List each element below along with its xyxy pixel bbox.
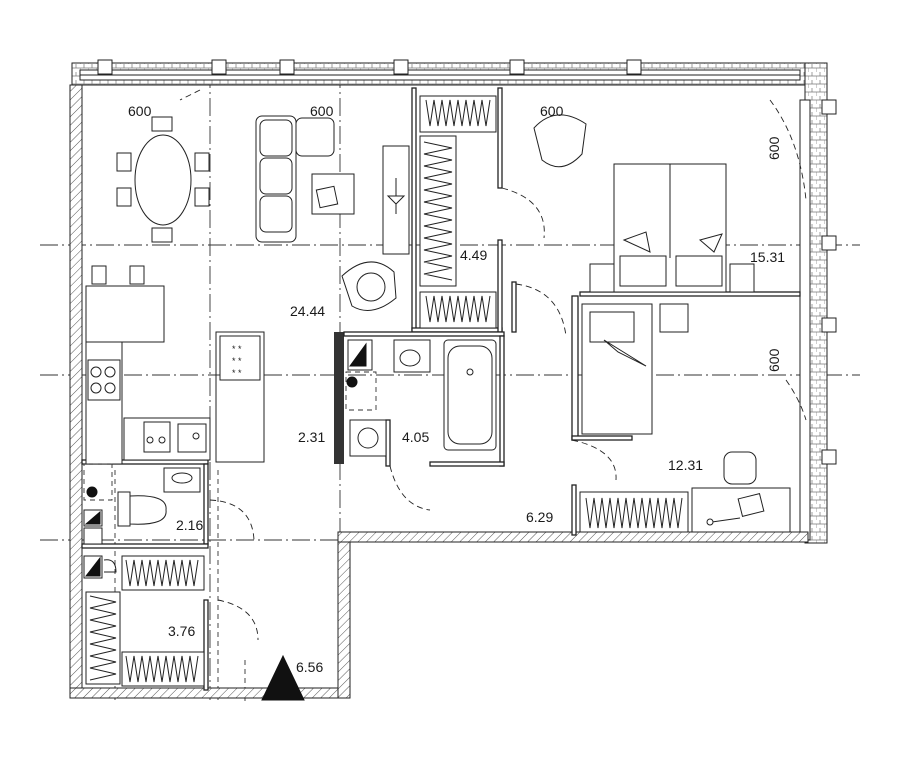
room-area-toilet-left: 2.16 bbox=[176, 517, 203, 533]
cooktop-icon: * * * * * * bbox=[219, 335, 261, 381]
washing-machine-icon bbox=[349, 419, 387, 457]
single-bed-icon bbox=[581, 303, 689, 435]
armchair-bedroom-icon bbox=[533, 114, 587, 168]
room-area-toilet-small: 2.31 bbox=[298, 429, 325, 445]
bathtub-icon bbox=[443, 339, 497, 451]
dining-table-icon bbox=[116, 116, 210, 243]
svg-text:* *: * * bbox=[232, 356, 242, 366]
meter-icons bbox=[83, 463, 117, 579]
dimension-labels: 600 600 600 600 600 bbox=[128, 103, 782, 372]
wardrobe-icon bbox=[419, 95, 497, 329]
boiler-icon bbox=[345, 339, 377, 411]
exterior-walls bbox=[69, 59, 837, 699]
dimension-label: 600 bbox=[766, 136, 782, 160]
dimension-label: 600 bbox=[310, 103, 334, 119]
dimension-label: 600 bbox=[128, 103, 152, 119]
bed-icon bbox=[589, 163, 755, 293]
wardrobe-bottom-icon bbox=[579, 491, 689, 533]
sink-icon bbox=[393, 339, 431, 373]
sofa-icon bbox=[255, 115, 355, 243]
toilet-icon bbox=[117, 467, 201, 527]
tv-stand-icon bbox=[382, 145, 410, 255]
room-area-closet-bottom: 3.76 bbox=[168, 623, 195, 639]
svg-text:* *: * * bbox=[232, 368, 242, 378]
svg-text:* *: * * bbox=[232, 344, 242, 354]
room-area-closet-top: 4.49 bbox=[460, 247, 487, 263]
partitions bbox=[81, 87, 801, 691]
furniture: * * * * * * bbox=[83, 95, 791, 701]
dimension-label: 600 bbox=[766, 348, 782, 372]
room-area-bedroom-main: 15.31 bbox=[750, 249, 785, 265]
room-area-bedroom-second: 12.31 bbox=[668, 457, 703, 473]
wardrobe-left-icon bbox=[85, 555, 205, 687]
room-area-living-kitchen: 24.44 bbox=[290, 303, 325, 319]
dimension-label: 600 bbox=[540, 103, 564, 119]
room-areas: 24.44 4.49 15.31 12.31 4.05 2.31 2.16 3.… bbox=[168, 247, 785, 675]
room-area-hall: 6.29 bbox=[526, 509, 553, 525]
room-area-entrance: 6.56 bbox=[296, 659, 323, 675]
room-area-bathroom: 4.05 bbox=[402, 429, 429, 445]
kitchen-counter-icon bbox=[85, 265, 211, 465]
desk-icon bbox=[691, 451, 791, 533]
entrance-marker-icon bbox=[261, 654, 305, 701]
door-swings bbox=[179, 89, 807, 641]
